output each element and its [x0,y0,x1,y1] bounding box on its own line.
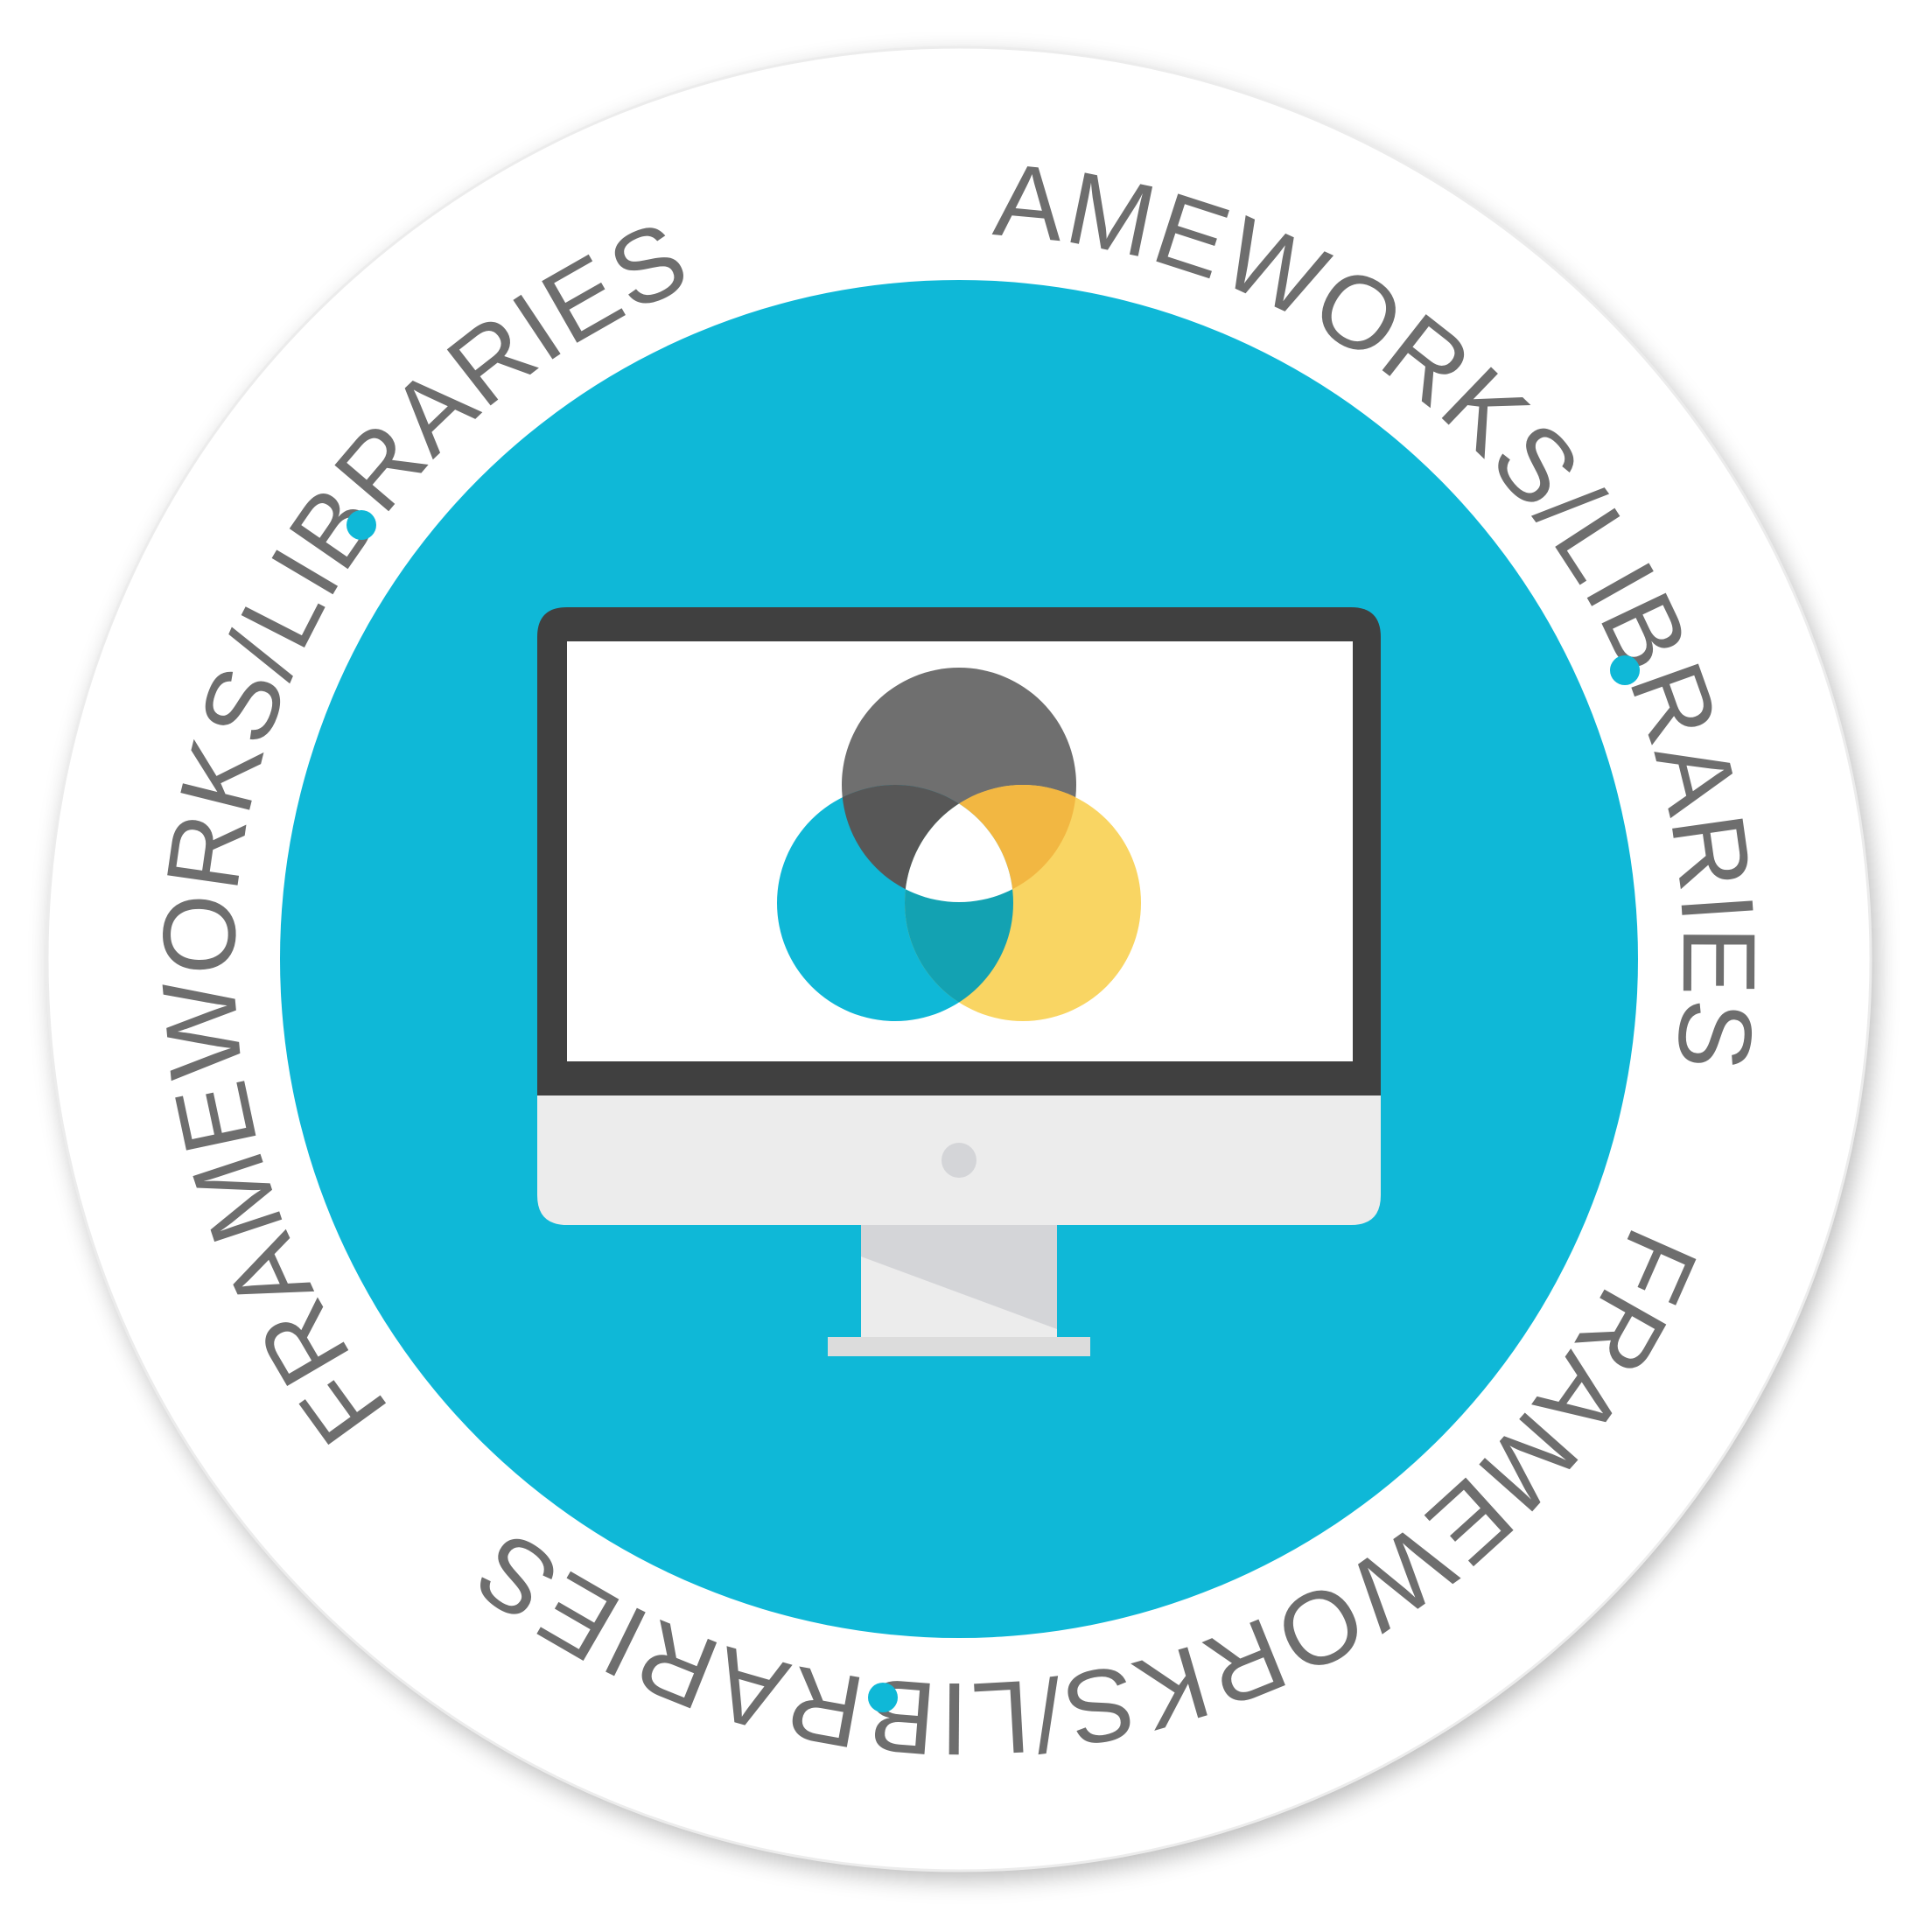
monitor-stand-base [828,1337,1090,1356]
three-circle-venn-icon [777,668,1141,1021]
monitor-stand-shadow [861,1225,1057,1329]
monitor-button-icon [942,1143,976,1178]
separator-dot-icon [1610,655,1640,685]
separator-dot-icon [868,1683,898,1712]
outer-disc-edge [46,46,1872,1872]
separator-dot-icon [346,510,376,540]
venn-center [905,785,1013,902]
